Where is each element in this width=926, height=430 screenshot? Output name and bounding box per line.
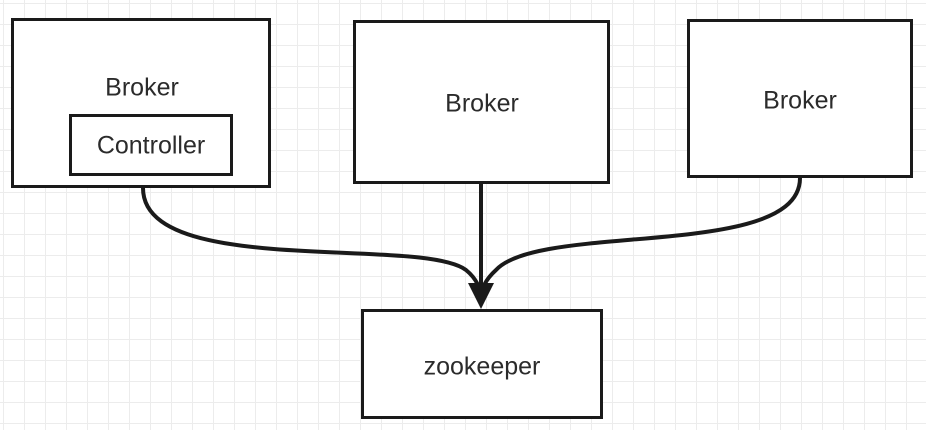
broker-node-3[interactable] xyxy=(687,19,913,178)
edge-broker-3-to-zookeeper xyxy=(479,176,802,298)
broker-2-label: Broker xyxy=(445,89,519,118)
broker-3-label: Broker xyxy=(763,86,837,115)
zookeeper-node[interactable] xyxy=(361,309,603,419)
controller-label: Controller xyxy=(96,131,206,160)
broker-node-2[interactable] xyxy=(353,20,610,184)
broker-1-label: Broker xyxy=(105,73,179,102)
controller-node[interactable] xyxy=(69,114,233,176)
zookeeper-label: zookeeper xyxy=(423,352,541,381)
edge-broker-1-to-zookeeper xyxy=(141,186,483,298)
arrowhead-icon xyxy=(468,283,494,309)
